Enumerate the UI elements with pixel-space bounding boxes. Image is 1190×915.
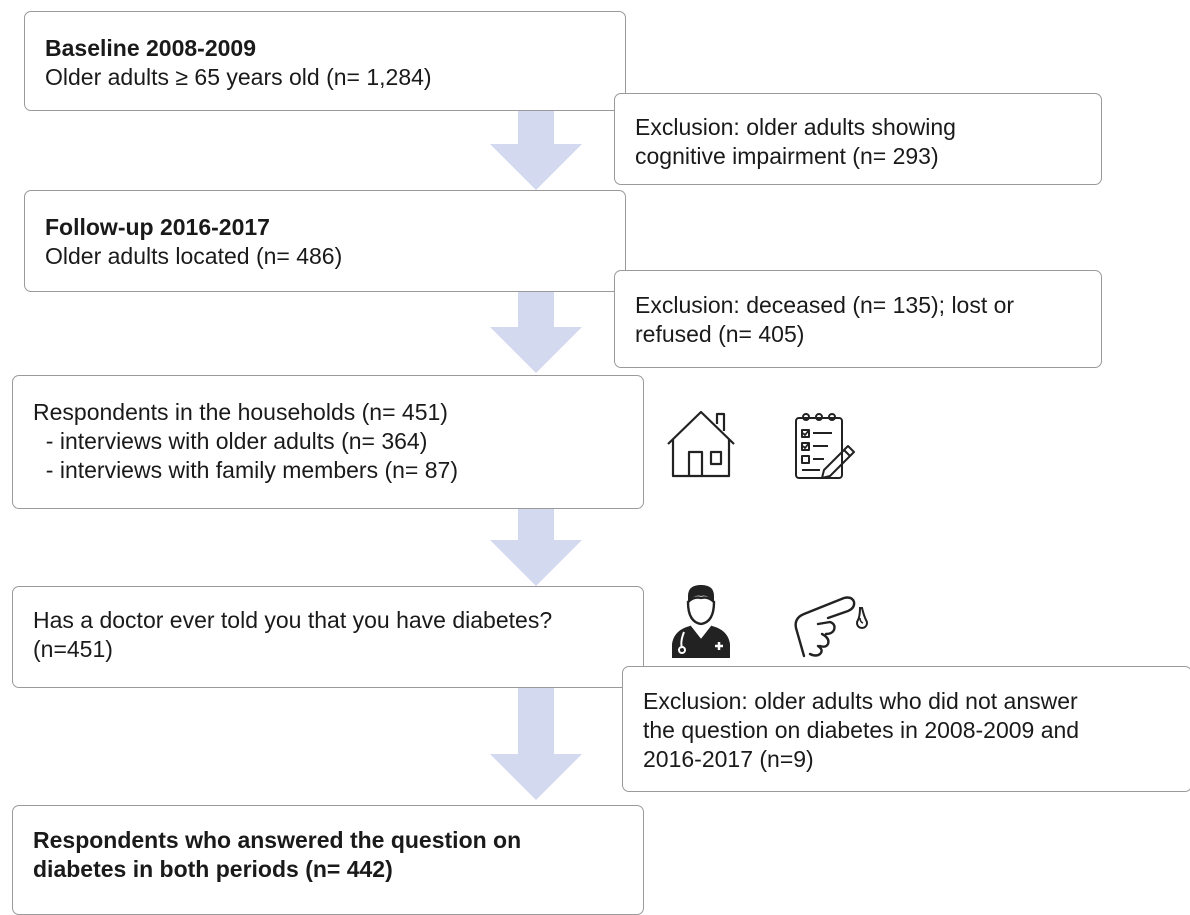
followup-text: Older adults located (n= 486) — [45, 243, 343, 269]
flow-arrow-1 — [490, 92, 582, 190]
question-line-1: Has a doctor ever told you that you have… — [33, 607, 553, 633]
exclusion-box-cognitive: Exclusion: older adults showing cognitiv… — [614, 93, 1102, 185]
final-line-1: Respondents who answered the question on — [33, 827, 522, 853]
house-icon — [667, 410, 735, 478]
exclusion-box-deceased: Exclusion: deceased (n= 135); lost or re… — [614, 270, 1102, 368]
finger-blood-drop-icon — [794, 596, 868, 658]
doctor-icon — [672, 585, 730, 658]
followup-title: Follow-up 2016-2017 — [45, 214, 270, 240]
exclusion-box-unanswered: Exclusion: older adults who did not answ… — [622, 666, 1190, 792]
exclusion-3-line-2: the question on diabetes in 2008-2009 an… — [643, 717, 1080, 743]
baseline-box: Baseline 2008-2009 Older adults ≥ 65 yea… — [24, 11, 626, 111]
respondents-line-3: - interviews with family members (n= 87) — [33, 457, 458, 483]
exclusion-2-line-1: Exclusion: deceased (n= 135); lost or — [635, 292, 1015, 318]
baseline-title: Baseline 2008-2009 — [45, 35, 256, 61]
clipboard-checklist-icon — [795, 413, 855, 479]
diabetes-question-box: Has a doctor ever told you that you have… — [12, 586, 644, 688]
respondents-box: Respondents in the households (n= 451) -… — [12, 375, 644, 509]
exclusion-2-line-2: refused (n= 405) — [635, 321, 805, 347]
flow-arrow-3 — [490, 488, 582, 586]
final-line-2: diabetes in both periods (n= 442) — [33, 856, 393, 882]
flow-arrow-4 — [490, 670, 582, 800]
exclusion-3-line-3: 2016-2017 (n=9) — [643, 746, 814, 772]
exclusion-1-line-2: cognitive impairment (n= 293) — [635, 143, 939, 169]
exclusion-3-line-1: Exclusion: older adults who did not answ… — [643, 688, 1078, 714]
flow-arrow-2 — [490, 275, 582, 373]
final-respondents-box: Respondents who answered the question on… — [12, 805, 644, 915]
exclusion-1-line-1: Exclusion: older adults showing — [635, 114, 956, 140]
baseline-text: Older adults ≥ 65 years old (n= 1,284) — [45, 64, 432, 90]
respondents-line-1: Respondents in the households (n= 451) — [33, 399, 448, 425]
respondents-line-2: - interviews with older adults (n= 364) — [33, 428, 428, 454]
question-line-2: (n=451) — [33, 636, 113, 662]
followup-box: Follow-up 2016-2017 Older adults located… — [24, 190, 626, 292]
